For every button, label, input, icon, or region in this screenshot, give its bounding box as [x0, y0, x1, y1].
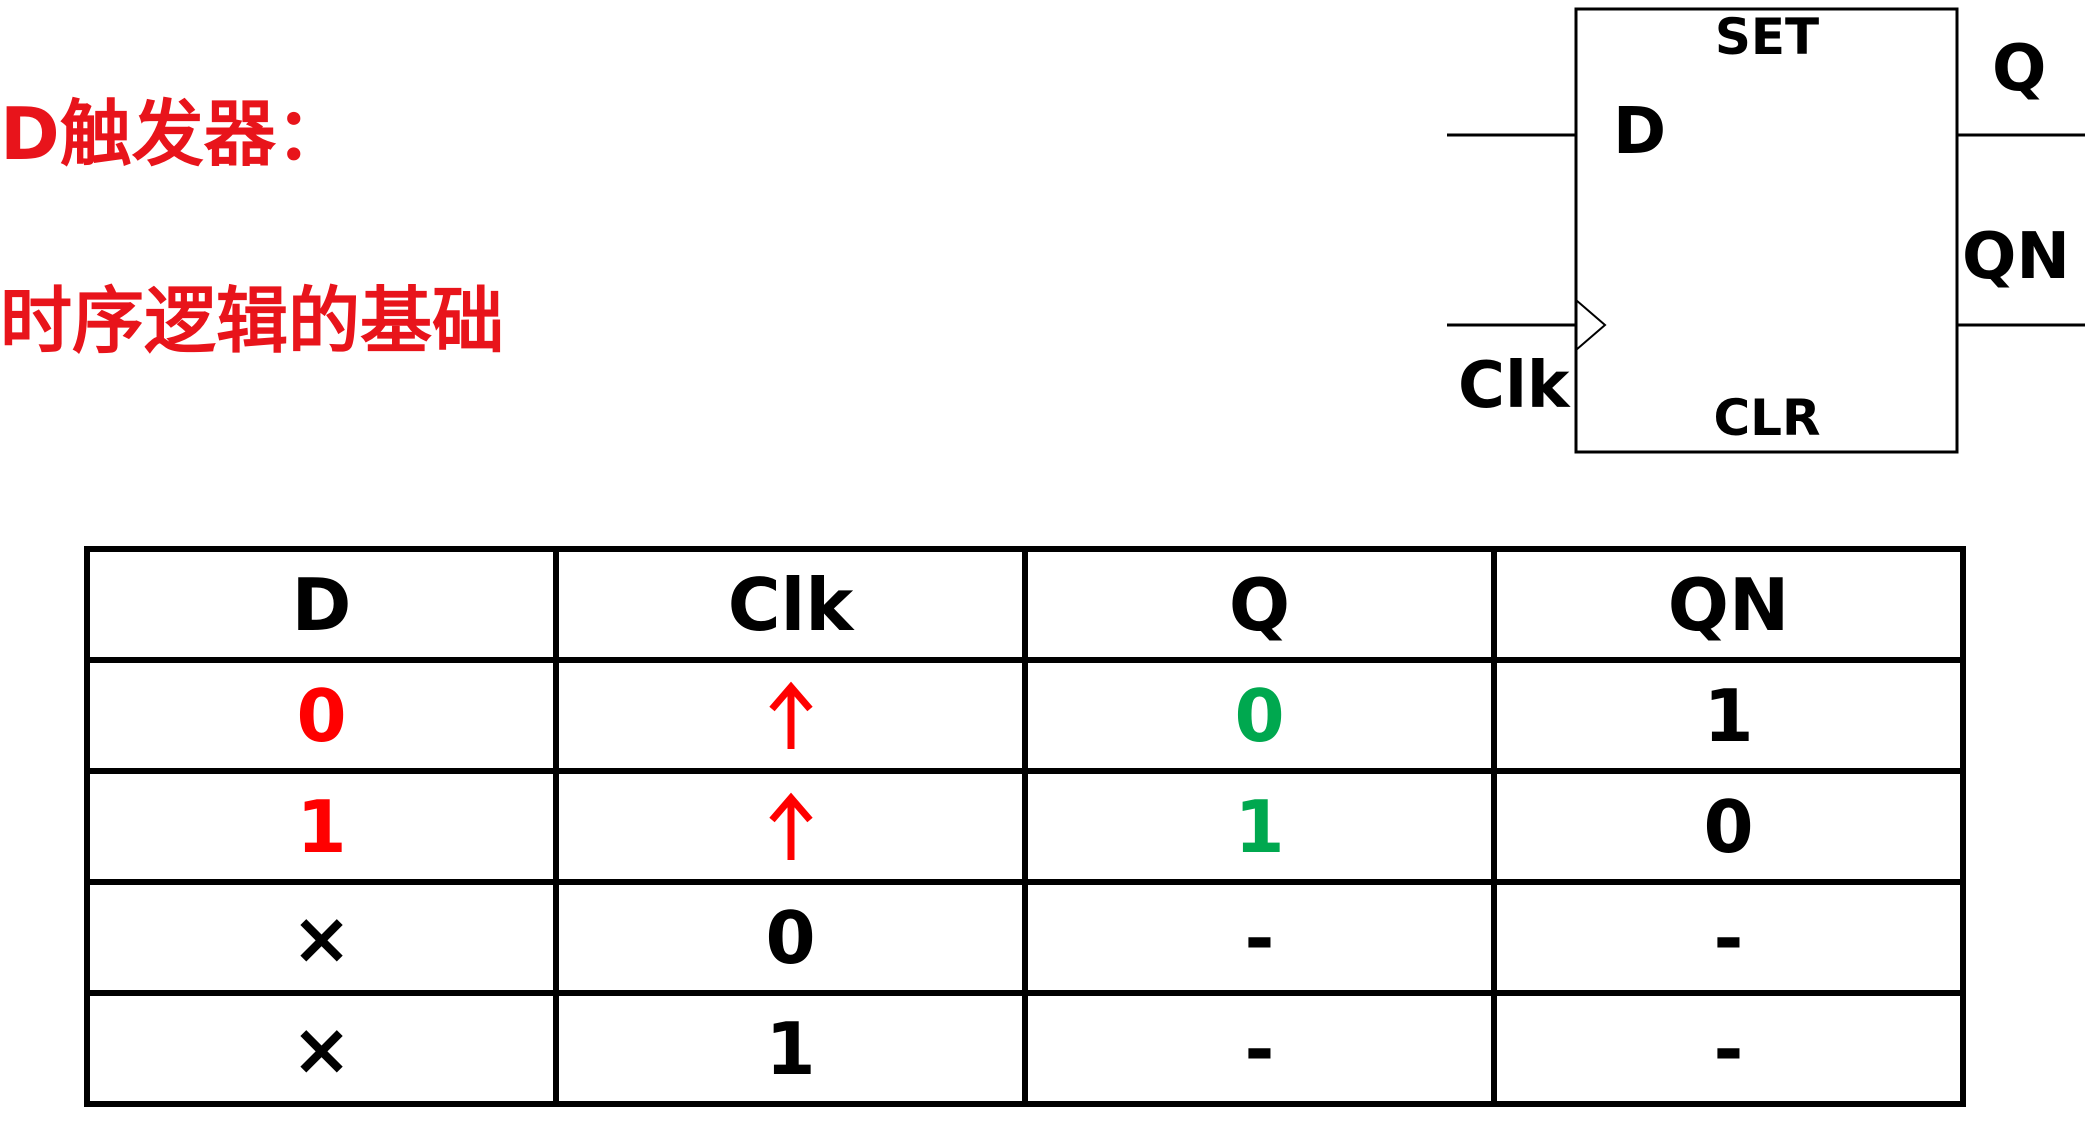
cell-qn: 0	[1491, 768, 1966, 885]
truth-table-header-row: D Clk Q QN	[84, 546, 1966, 663]
cell-q: 1	[1022, 768, 1497, 885]
cell-d: 0	[84, 657, 559, 774]
d-flip-flop-symbol: SET CLR D Clk Q QN	[1447, 7, 2085, 454]
cell-q: -	[1022, 990, 1497, 1107]
table-row: × 0 - -	[84, 879, 1966, 996]
rising-edge-arrow-icon	[768, 681, 813, 749]
cell-q: 0	[1022, 657, 1497, 774]
header-q: Q	[1022, 546, 1497, 663]
cell-d: ×	[84, 990, 559, 1107]
cell-qn: -	[1491, 990, 1966, 1107]
d-pin-label: D	[1613, 95, 1666, 169]
cell-qn: 1	[1491, 657, 1966, 774]
flip-flop-body	[1574, 7, 1959, 454]
clr-label: CLR	[1713, 389, 1820, 447]
page-subtitle: 时序逻辑的基础	[0, 279, 505, 363]
qn-pin-label: QN	[1962, 220, 2070, 294]
cell-clk	[553, 657, 1028, 774]
cell-clk: 1	[553, 990, 1028, 1107]
header-qn: QN	[1491, 546, 1966, 663]
q-pin-label: Q	[1992, 32, 2046, 106]
cell-clk	[553, 768, 1028, 885]
header-d: D	[84, 546, 559, 663]
cell-q: -	[1022, 879, 1497, 996]
cell-qn: -	[1491, 879, 1966, 996]
table-row: 0 0 1	[84, 657, 1966, 774]
table-row: × 1 - -	[84, 990, 1966, 1107]
cell-clk: 0	[553, 879, 1028, 996]
cell-d: 1	[84, 768, 559, 885]
table-row: 1 1 0	[84, 768, 1966, 885]
clk-pin-label: Clk	[1458, 349, 1571, 423]
cell-d: ×	[84, 879, 559, 996]
set-label: SET	[1715, 8, 1819, 66]
clock-edge-triangle-icon	[1575, 299, 1607, 351]
truth-table: D Clk Q QN 0 0 1 1	[84, 546, 1966, 1107]
page-title: D触发器：	[0, 92, 348, 176]
rising-edge-arrow-icon	[768, 792, 813, 860]
header-clk: Clk	[553, 546, 1028, 663]
